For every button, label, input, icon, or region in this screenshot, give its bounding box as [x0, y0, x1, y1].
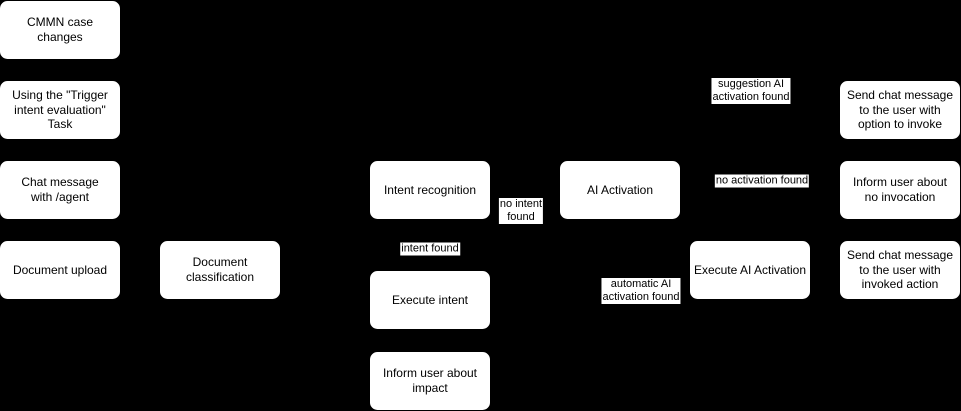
node-document-classification: Document classification	[160, 241, 280, 299]
edge-label-no-intent-found: no intent found	[498, 198, 544, 224]
node-intent-recognition: Intent recognition	[370, 161, 490, 219]
node-label-document-upload: Document upload	[12, 262, 108, 277]
node-label-chat-message-agent: Chat message with /agent	[21, 175, 99, 204]
node-label-ai-activation: AI Activation	[586, 182, 654, 197]
node-send-chat-invoked-action: Send chat message to the user with invok…	[840, 241, 960, 299]
node-trigger-intent-task: Using the "Trigger intent evaluation" Ta…	[0, 81, 120, 139]
node-chat-message-agent: Chat message with /agent	[0, 161, 120, 219]
node-send-chat-option-invoke: Send chat message to the user with optio…	[840, 81, 960, 139]
node-execute-ai-activation: Execute AI Activation	[690, 241, 810, 299]
node-inform-user-impact: Inform user about impact	[370, 352, 490, 410]
node-label-inform-user-impact: Inform user about impact	[382, 366, 478, 395]
node-label-inform-no-invocation: Inform user about no invocation	[852, 175, 948, 204]
edge-label-no-activation-found: no activation found	[714, 174, 810, 188]
node-inform-no-invocation: Inform user about no invocation	[840, 161, 960, 219]
node-label-trigger-intent-task: Using the "Trigger intent evaluation" Ta…	[12, 88, 108, 132]
node-label-document-classification: Document classification	[185, 255, 255, 284]
node-label-cmmn-case-changes: CMMN case changes	[26, 15, 93, 44]
node-label-execute-ai-activation: Execute AI Activation	[693, 262, 807, 277]
edge-label-suggestion-ai-activation-found: suggestion AI activation found	[711, 78, 791, 104]
node-label-send-chat-option-invoke: Send chat message to the user with optio…	[846, 88, 954, 132]
node-cmmn-case-changes: CMMN case changes	[0, 1, 120, 59]
node-label-send-chat-invoked-action: Send chat message to the user with invok…	[846, 248, 954, 292]
node-execute-intent: Execute intent	[370, 271, 490, 329]
edge-label-intent-found: intent found	[400, 242, 460, 256]
node-label-execute-intent: Execute intent	[391, 292, 469, 307]
node-document-upload: Document upload	[0, 241, 120, 299]
edge-label-automatic-ai-activation-found: automatic AI activation found	[601, 278, 681, 304]
node-label-intent-recognition: Intent recognition	[383, 182, 477, 197]
node-ai-activation: AI Activation	[560, 161, 680, 219]
